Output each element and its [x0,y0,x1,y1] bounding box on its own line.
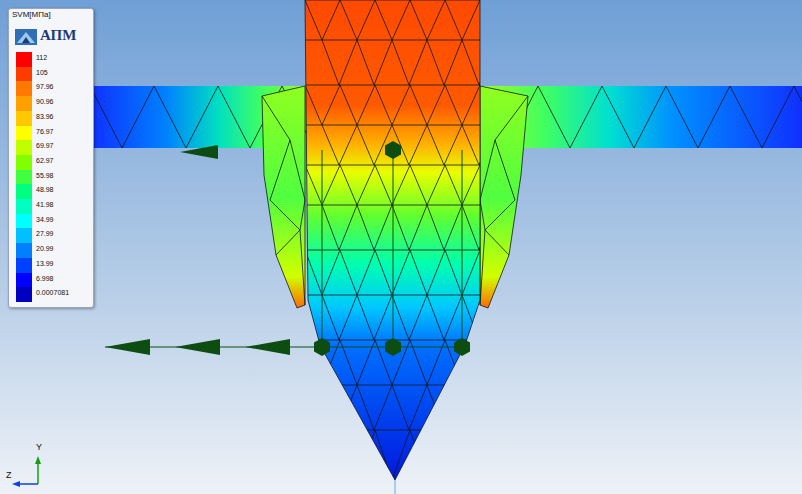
legend-value: 62.97 [36,157,54,164]
legend-value: 27.99 [36,230,54,237]
legend-swatch [16,155,32,170]
legend-value: 76.97 [36,128,54,135]
legend-value: 90.96 [36,98,54,105]
legend-swatch [16,140,32,155]
legend-swatch [16,81,32,96]
legend-swatch [16,214,32,229]
legend-value: 55.98 [36,172,54,179]
axis-label: Y [36,442,42,452]
legend-title: SVM[МПа] [12,10,51,19]
legend-value: 0.0007081 [36,289,69,296]
legend-swatch [16,199,32,214]
legend-swatch [16,67,32,82]
legend-value: 105 [36,69,48,76]
legend-swatch [16,126,32,141]
legend-value: 83.96 [36,113,54,120]
legend-swatch [16,228,32,243]
legend-value: 41.98 [36,201,54,208]
axis-label: Z [6,470,12,480]
legend-swatch [16,96,32,111]
legend-swatch [16,52,32,67]
legend-swatch [16,258,32,273]
logo-icon [15,29,37,45]
legend-value: 6.998 [36,275,54,282]
legend-value: 13.99 [36,260,54,267]
legend-swatch [16,111,32,126]
legend-swatch [16,273,32,288]
legend-value: 97.96 [36,83,54,90]
legend-value: 34.99 [36,216,54,223]
legend-swatch [16,170,32,185]
software-logo: АПМ [40,27,76,44]
legend-value: 20.99 [36,245,54,252]
legend-swatch [16,287,32,302]
legend-swatch [16,243,32,258]
legend-value: 112 [36,54,47,61]
legend-value: 69.97 [36,142,54,149]
legend-value: 48.98 [36,186,54,193]
legend-swatch [16,184,32,199]
